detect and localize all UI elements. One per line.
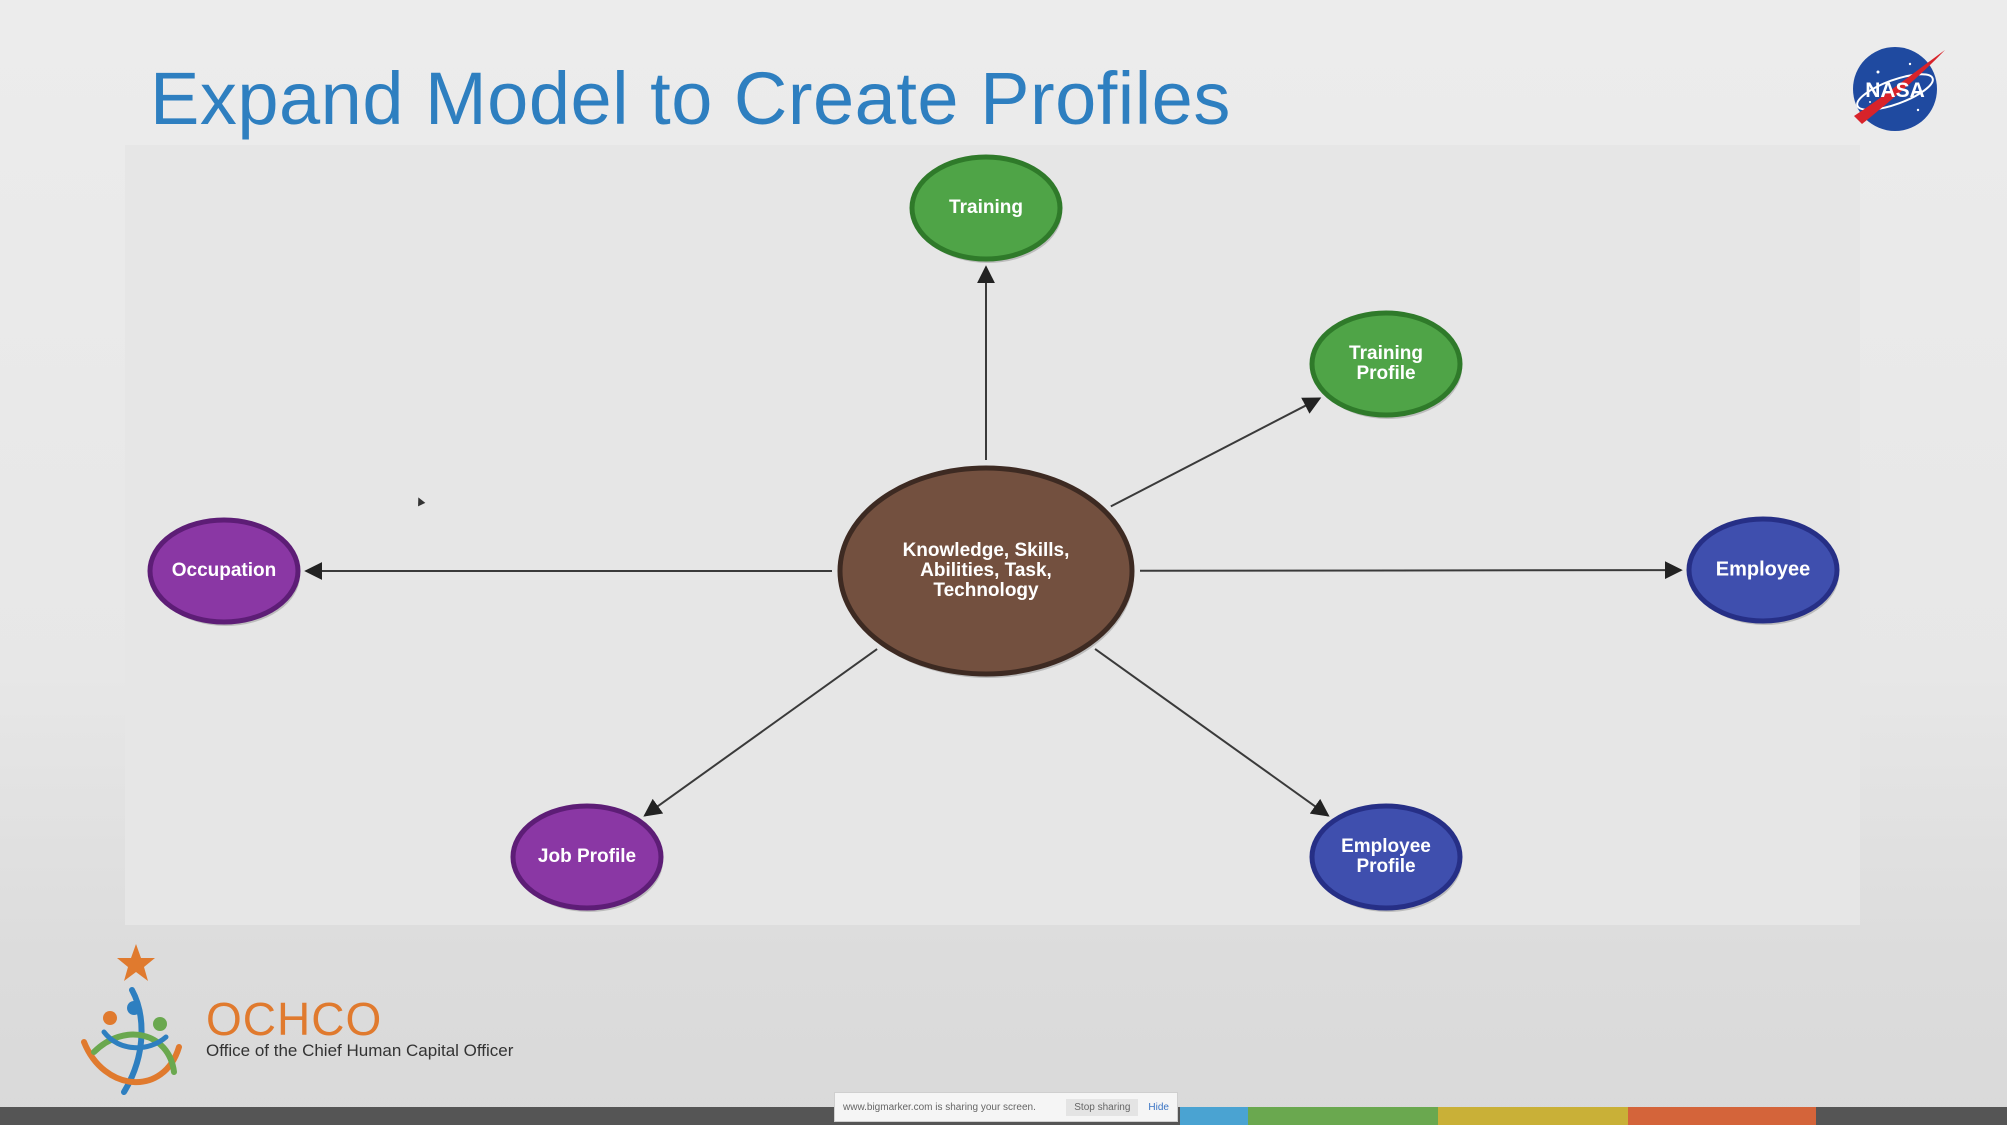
node-label: Occupation (172, 560, 277, 581)
slide-title: Expand Model to Create Profiles (150, 57, 1231, 140)
node-shape (837, 465, 1135, 677)
nodes-layer: Knowledge, Skills,Abilities, Task,Techno… (147, 154, 1840, 912)
node-job-profile: Job Profile (510, 803, 664, 912)
node-shape (909, 154, 1063, 262)
node-shape (1309, 803, 1463, 911)
node-label: Training (949, 197, 1023, 218)
nasa-logo-text: NASA (1865, 79, 1925, 102)
node-label: Technology (933, 580, 1039, 601)
arrow-ksat-to-job-profile (643, 648, 878, 817)
bottom-bar-segment (1438, 1107, 1628, 1125)
arrow-ksat-to-employee-profile (1094, 648, 1330, 817)
hide-banner-link[interactable]: Hide (1148, 1101, 1169, 1113)
node-occupation: Occupation (147, 517, 301, 626)
node-ksat: Knowledge, Skills,Abilities, Task,Techno… (837, 465, 1135, 678)
share-banner-text: www.bigmarker.com is sharing your screen… (843, 1101, 1036, 1113)
ochco-emblem-icon (81, 944, 182, 1095)
ochco-subtitle: Office of the Chief Human Capital Office… (206, 1041, 514, 1060)
node-label: Job Profile (538, 846, 636, 867)
node-label: Knowledge, Skills, (903, 540, 1070, 561)
node-label: Employee (1341, 836, 1431, 857)
stop-sharing-button[interactable]: Stop sharing (1066, 1098, 1139, 1116)
node-shape (1309, 310, 1463, 418)
node-shape (1686, 516, 1840, 624)
arrow-ksat-to-employee (1139, 561, 1683, 580)
edges-layer (304, 265, 1683, 817)
node-label: Employee (1716, 558, 1810, 580)
bottom-bar-segment (1180, 1107, 1248, 1125)
bottom-bar-segment (1248, 1107, 1438, 1125)
ochco-name: OCHCO (206, 993, 383, 1045)
node-label: Profile (1356, 856, 1415, 877)
node-label: Training (1349, 343, 1423, 364)
node-employee: Employee (1686, 516, 1840, 625)
node-shape (147, 517, 301, 625)
ochco-logo: OCHCO Office of the Chief Human Capital … (74, 942, 574, 1102)
nasa-logo: NASA (1848, 42, 1948, 134)
arrow-ksat-to-training-profile (1110, 397, 1322, 508)
bottom-bar-segment (0, 1107, 280, 1125)
node-label: Abilities, Task, (920, 560, 1052, 581)
bottom-bar-segment (1628, 1107, 1816, 1125)
node-label: Profile (1356, 363, 1415, 384)
bottom-bar-segment (1816, 1107, 2007, 1125)
node-shape (510, 803, 664, 911)
node-training: Training (909, 154, 1063, 263)
screen-share-banner: www.bigmarker.com is sharing your screen… (834, 1092, 1178, 1122)
